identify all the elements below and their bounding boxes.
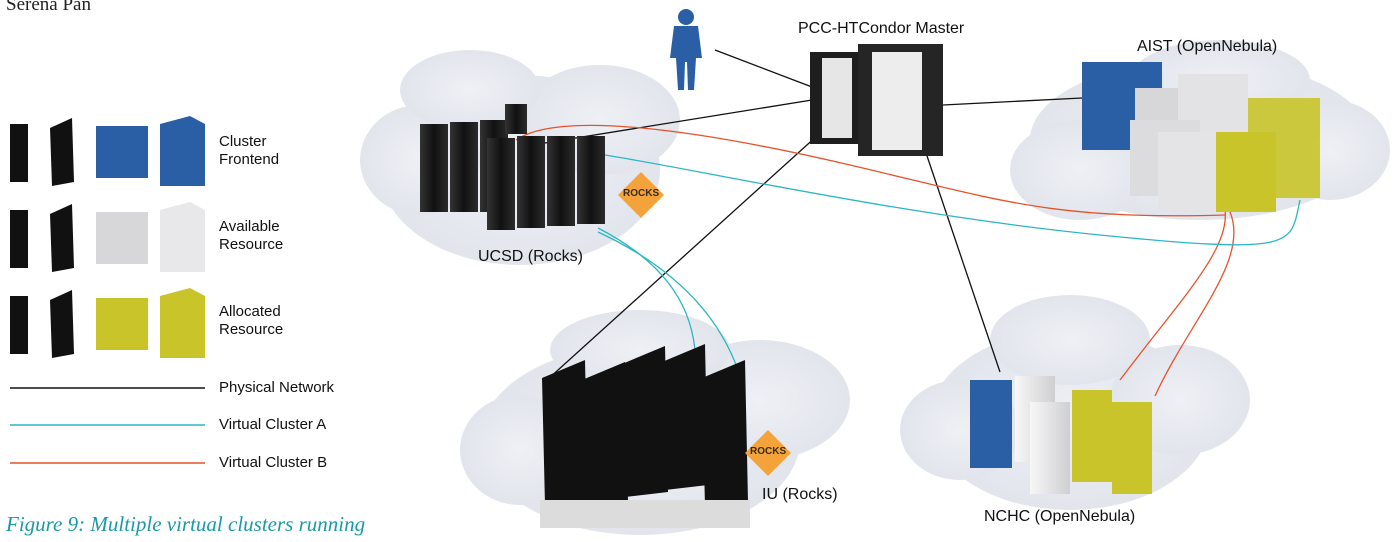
iu-rocks-badge-text: ROCKS bbox=[750, 446, 787, 457]
legend-allocated-resource-label: Allocated Resource bbox=[219, 303, 284, 338]
legend-physical-network-label: Physical Network bbox=[219, 379, 335, 396]
legend-allocated-icons bbox=[10, 288, 205, 358]
aist-cabinet-icons bbox=[1082, 62, 1320, 212]
user-icon bbox=[670, 9, 702, 90]
iu-rocks-badge bbox=[745, 430, 791, 476]
ucsd-node-label: UCSD (Rocks) bbox=[478, 248, 583, 265]
legend-virtual-cluster-b-label: Virtual Cluster B bbox=[219, 454, 328, 471]
aist-node-label: AIST (OpenNebula) bbox=[1137, 38, 1278, 55]
ucsd-rocks-badge bbox=[618, 172, 664, 218]
legend-available-icons bbox=[10, 202, 205, 272]
master-server-icon bbox=[810, 44, 943, 156]
nchc-tower-icons bbox=[970, 376, 1152, 494]
ucsd-rack-icons bbox=[420, 104, 605, 230]
master-node-label: PCC-HTCondor Master bbox=[798, 20, 965, 37]
author-name: Serena Pan bbox=[6, 0, 91, 15]
nchc-node-label: NCHC (OpenNebula) bbox=[984, 508, 1136, 525]
legend-cluster-frontend-label: Cluster Frontend bbox=[219, 133, 280, 168]
legend-virtual-cluster-a-label: Virtual Cluster A bbox=[219, 416, 327, 433]
virtual-cluster-b-links bbox=[515, 124, 1235, 397]
ucsd-rocks-badge-text: ROCKS bbox=[623, 188, 660, 199]
figure-caption: Figure 9: Multiple virtual clusters runn… bbox=[6, 512, 366, 536]
legend-available-resource-label: Available Resource bbox=[219, 218, 284, 253]
iu-node-label: IU (Rocks) bbox=[762, 486, 838, 503]
iu-monitor-icons bbox=[540, 344, 750, 528]
virtual-cluster-a-links bbox=[597, 154, 1301, 371]
legend-frontend-icons bbox=[10, 116, 205, 186]
